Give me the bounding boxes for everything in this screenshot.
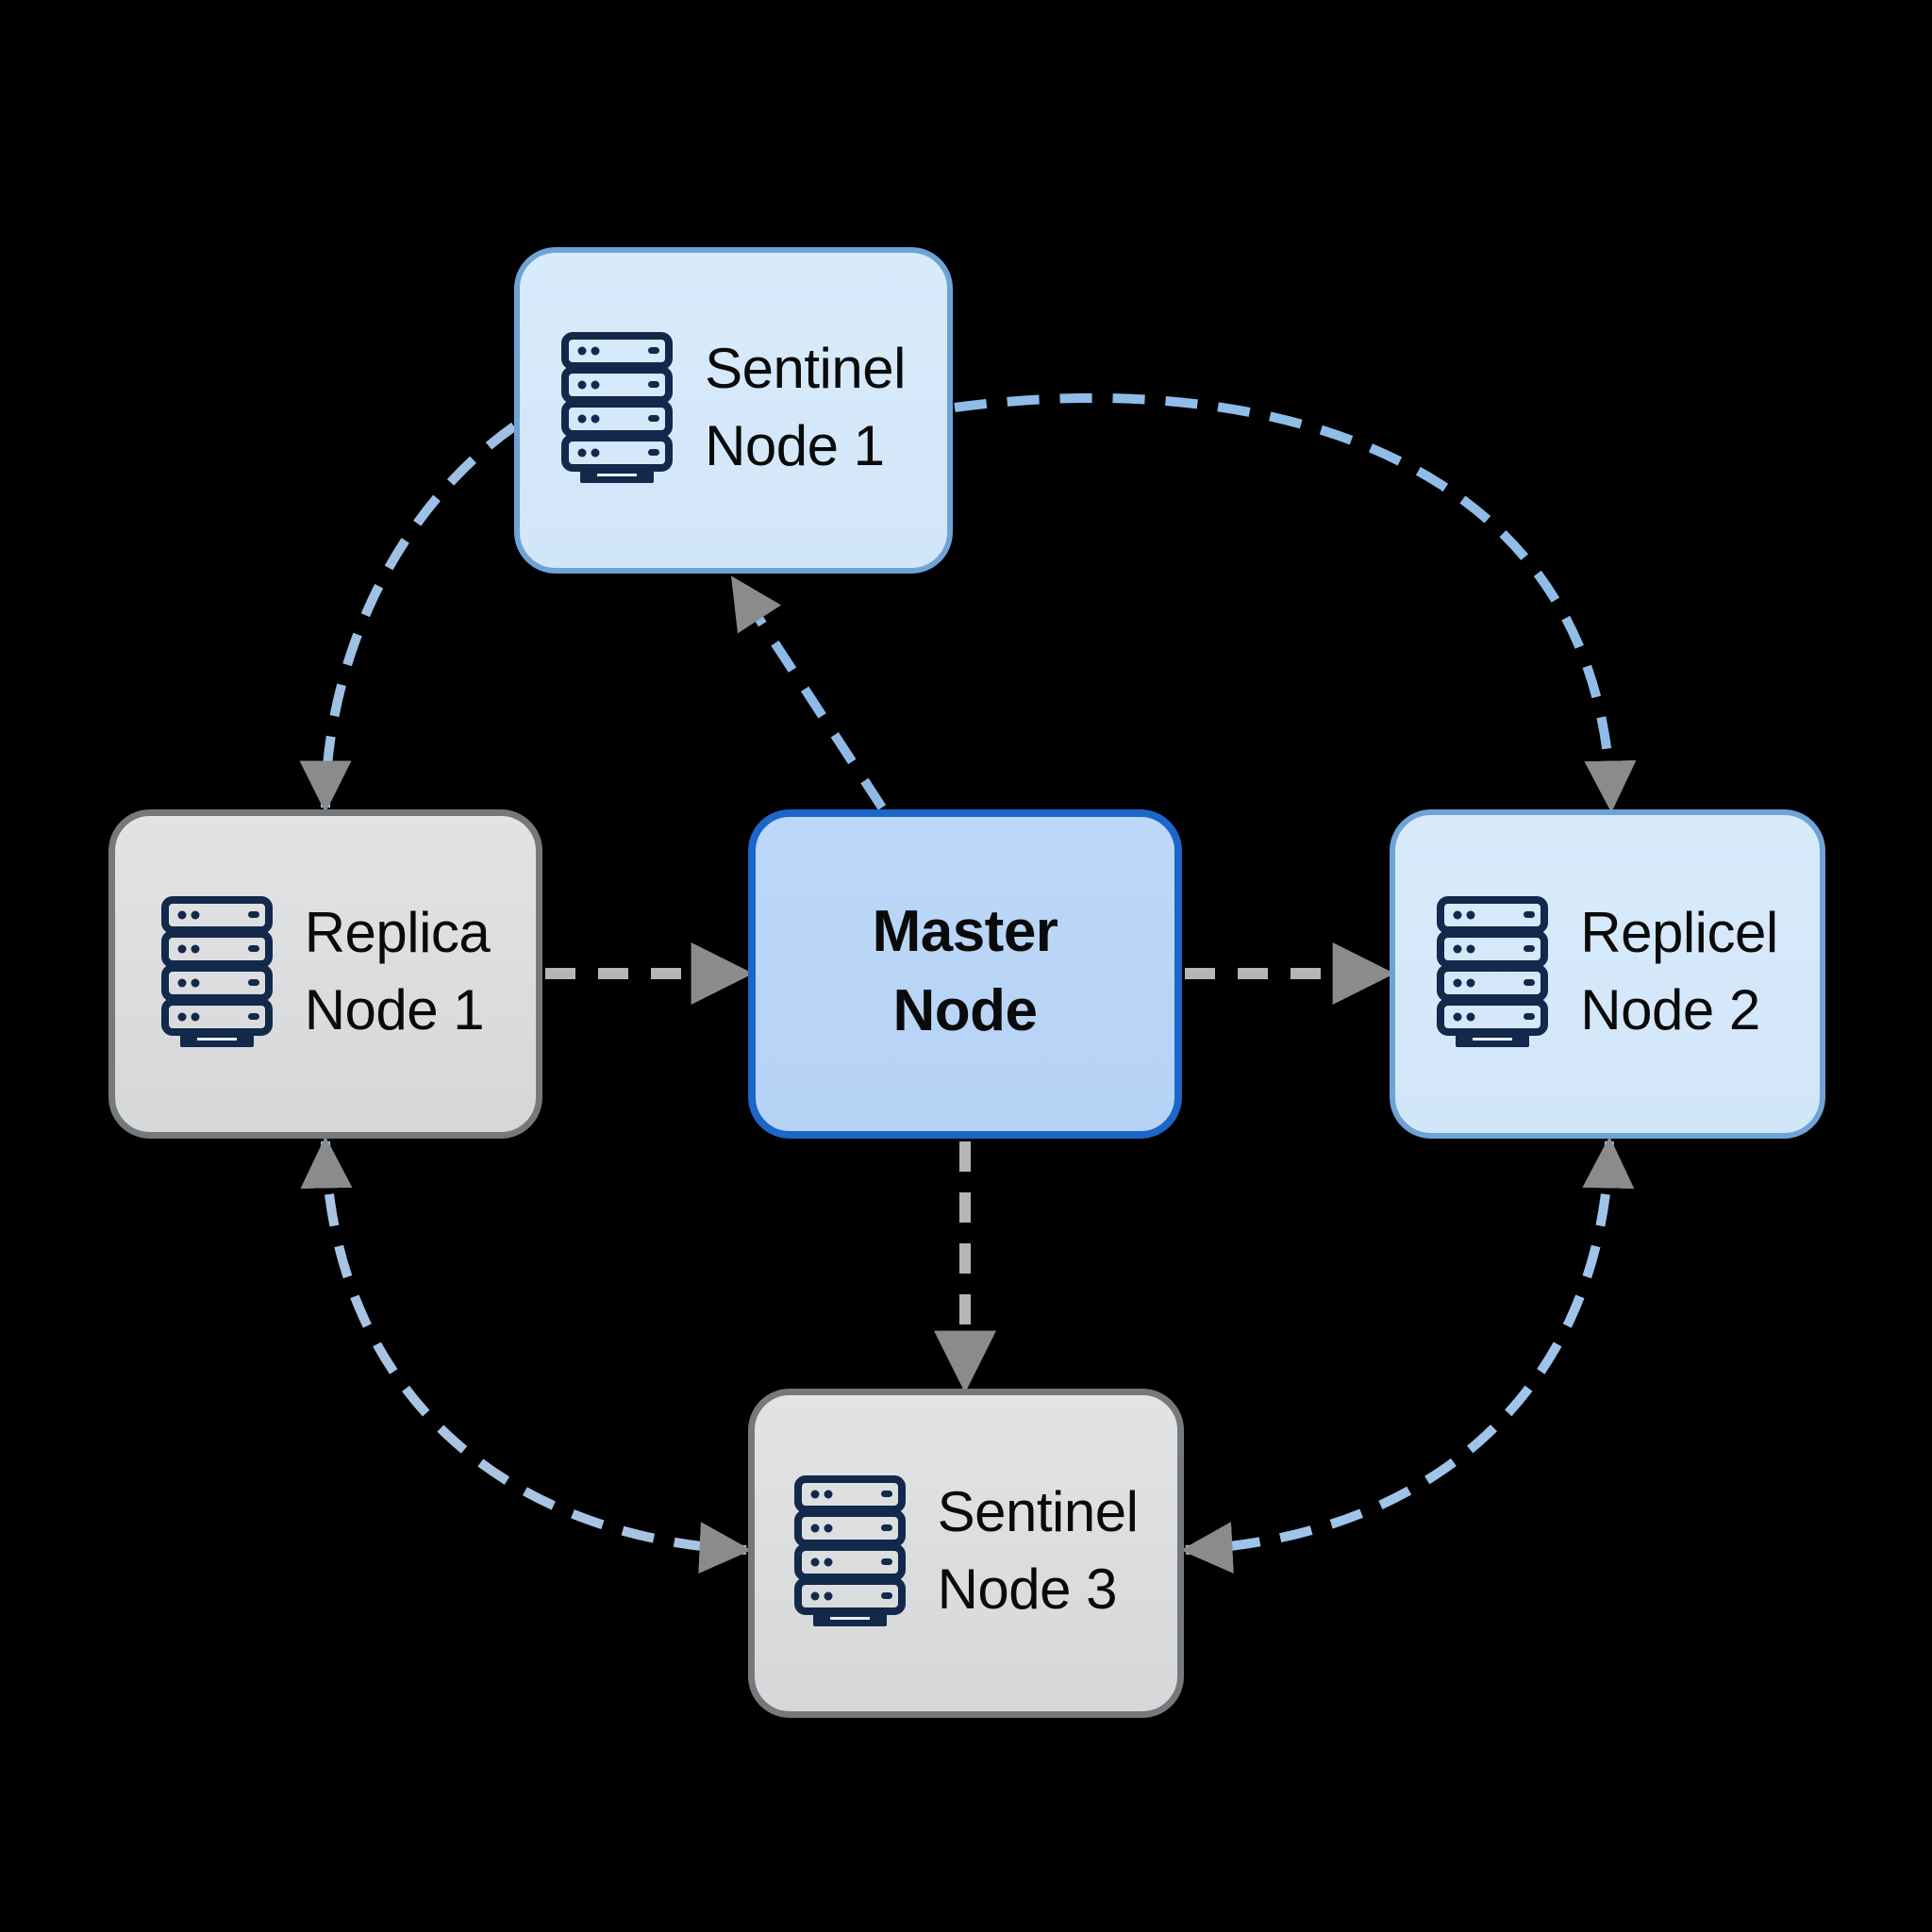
node-replica-1[interactable]: Replica Node 1 bbox=[108, 809, 542, 1139]
node-label: Sentinel Node 1 bbox=[705, 330, 906, 485]
node-label-line2: Node 3 bbox=[937, 1557, 1118, 1621]
node-label-line1: Sentinel bbox=[937, 1479, 1139, 1543]
server-icon bbox=[793, 1474, 906, 1626]
server-icon bbox=[561, 332, 674, 483]
node-label-line2: Node bbox=[892, 977, 1038, 1043]
node-master[interactable]: Master Node bbox=[748, 809, 1182, 1139]
edge-master-sentinel1 bbox=[729, 575, 887, 810]
node-label-line2: Node 2 bbox=[1580, 977, 1760, 1041]
node-label: Replicel Node 2 bbox=[1580, 894, 1778, 1049]
node-label-line1: Replicel bbox=[1580, 900, 1778, 964]
edge-replica2-sentinel3 bbox=[1180, 1136, 1635, 1574]
node-label-line2: Node 1 bbox=[705, 414, 885, 477]
node-label: Replica Node 1 bbox=[305, 894, 491, 1049]
node-sentinel-1[interactable]: Sentinel Node 1 bbox=[514, 247, 953, 574]
edge-replica1-sentinel3 bbox=[300, 1136, 752, 1574]
node-label-line1: Master bbox=[872, 898, 1058, 964]
node-sentinel-3[interactable]: Sentinel Node 3 bbox=[748, 1389, 1184, 1718]
node-label: Sentinel Node 3 bbox=[938, 1474, 1139, 1628]
edge-sentinel1-replica1 bbox=[299, 422, 517, 813]
server-icon bbox=[160, 895, 273, 1047]
node-label-line1: Replica bbox=[304, 900, 491, 964]
node-label: Master Node bbox=[873, 892, 1058, 1051]
node-replica-2[interactable]: Replicel Node 2 bbox=[1390, 809, 1825, 1139]
node-label-line2: Node 1 bbox=[304, 977, 485, 1041]
server-icon bbox=[1437, 895, 1549, 1047]
node-label-line1: Sentinel bbox=[705, 337, 906, 400]
edge-sentinel1-replica2 bbox=[954, 392, 1637, 813]
